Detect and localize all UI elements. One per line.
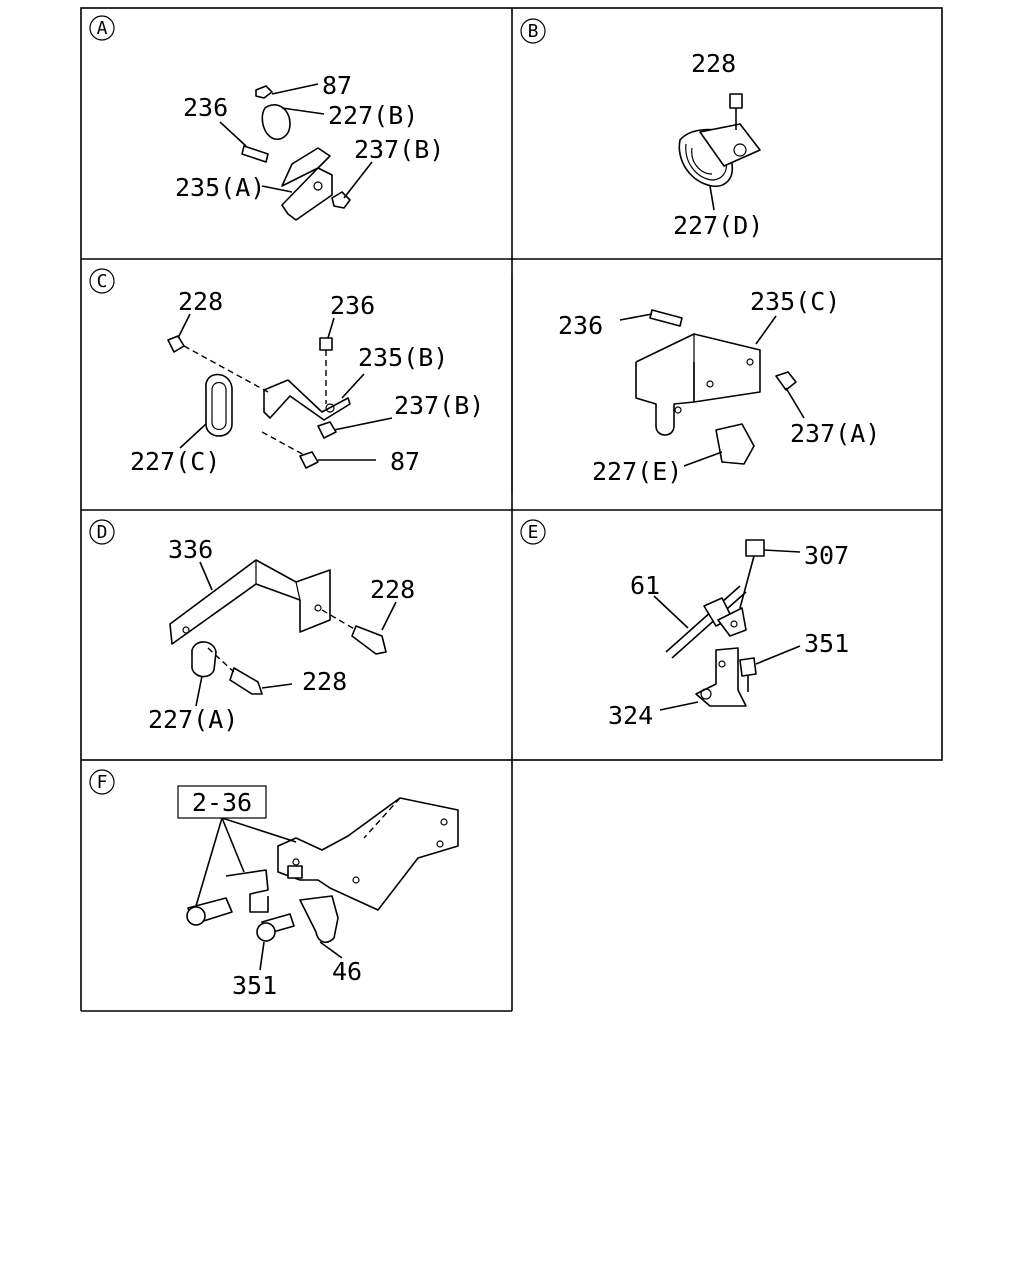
callout-228: 228 xyxy=(691,49,736,78)
callout-237b: 237(B) xyxy=(354,135,444,164)
svg-text:B: B xyxy=(528,21,539,42)
callout-351: 351 xyxy=(804,629,849,658)
callout-227e: 227(E) xyxy=(592,457,682,486)
panel-badge-a: A xyxy=(89,15,115,41)
bracket-336-drawing xyxy=(169,559,387,695)
panel-badge-f: F xyxy=(89,769,115,795)
leader-lines-a xyxy=(219,83,373,199)
bracket-235a-drawing xyxy=(241,85,351,221)
bracket-f-drawing xyxy=(186,797,459,944)
reference-2-36: 2-36 xyxy=(192,788,252,817)
callout-324: 324 xyxy=(608,701,653,730)
panel-b: B 228 227(D) xyxy=(520,18,763,240)
reference-box: 2-36 xyxy=(177,785,267,819)
callout-228-right: 228 xyxy=(370,575,415,604)
callout-235a: 235(A) xyxy=(175,173,265,202)
callout-307: 307 xyxy=(804,541,849,570)
panel-badge-c: C xyxy=(89,268,115,294)
callout-351: 351 xyxy=(232,971,277,1000)
panel-frame xyxy=(80,7,943,1012)
leader-lines-c-right xyxy=(511,278,805,492)
callout-237a: 237(A) xyxy=(790,419,880,448)
callout-227b: 227(B) xyxy=(328,101,418,130)
leader-lines-d xyxy=(195,561,397,707)
panel-e: E 307 61 351 324 xyxy=(520,519,849,730)
callout-227d: 227(D) xyxy=(673,211,763,240)
panel-c-right: 236 235(C) 237(A) 227(E) xyxy=(511,278,880,492)
bracket-235b-drawing xyxy=(167,335,351,469)
panel-badge-d: D xyxy=(89,519,115,545)
bracket-235c-drawing xyxy=(635,309,797,465)
callout-227c: 227(C) xyxy=(130,447,220,476)
callout-228-bottom: 228 xyxy=(302,667,347,696)
callout-46: 46 xyxy=(332,957,362,986)
callout-61: 61 xyxy=(630,571,660,600)
panel-f: F 2-36 351 46 xyxy=(89,769,459,1000)
svg-text:A: A xyxy=(97,18,108,39)
clamp-assembly-drawing xyxy=(665,539,765,707)
callout-235c: 235(C) xyxy=(750,287,840,316)
callout-236: 236 xyxy=(183,93,228,122)
panel-c: C 228 236 235(B) 237(B) 227(C) 8 xyxy=(89,268,484,476)
leader-lines-f xyxy=(195,817,343,971)
callout-228: 228 xyxy=(178,287,223,316)
callout-227a: 227(A) xyxy=(148,705,238,734)
svg-text:D: D xyxy=(97,522,108,543)
svg-text:F: F xyxy=(97,772,108,793)
callout-235b: 235(B) xyxy=(358,343,448,372)
callout-237b: 237(B) xyxy=(394,391,484,420)
clip-227d-drawing xyxy=(678,93,761,188)
panel-badge-e: E xyxy=(520,519,546,545)
svg-text:E: E xyxy=(528,522,539,543)
callout-236: 236 xyxy=(558,311,603,340)
callout-336: 336 xyxy=(168,535,213,564)
panel-d: D 336 228 228 227(A) xyxy=(89,519,415,734)
panel-badge-b: B xyxy=(520,18,546,44)
leader-lines-b xyxy=(709,185,715,211)
callout-87: 87 xyxy=(322,71,352,100)
leader-lines-c xyxy=(177,313,393,461)
callout-87: 87 xyxy=(390,447,420,476)
leader-lines-e xyxy=(653,549,801,711)
callout-236: 236 xyxy=(330,291,375,320)
svg-text:C: C xyxy=(97,271,108,292)
panel-a: A 87 236 227(B) 237(B) 235(A) xyxy=(89,15,444,221)
